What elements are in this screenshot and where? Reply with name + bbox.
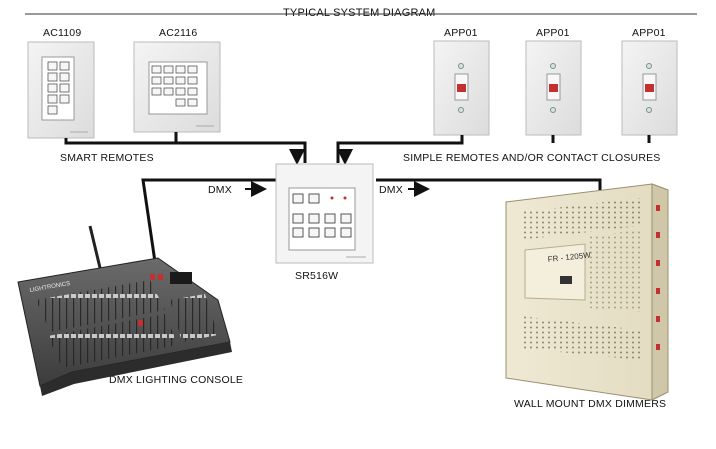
ac2116-label: AC2116 [159,27,198,39]
diagram-title: TYPICAL SYSTEM DIAGRAM [279,7,440,19]
smart-remotes-label: SMART REMOTES [60,152,154,164]
console-label: DMX LIGHTING CONSOLE [109,374,244,386]
app01-label-3: APP01 [632,27,666,39]
antenna-icon [88,225,103,273]
dmx-out-label: DMX [379,184,403,196]
app01-label-1: APP01 [444,27,478,39]
wires [64,132,651,263]
simple-remotes-label: SIMPLE REMOTES AND/OR CONTACT CLOSURES [403,152,661,164]
app01-switch-1 [433,40,490,136]
sr516w-panel [275,163,374,264]
dimmers-label: WALL MOUNT DMX DIMMERS [514,398,667,410]
wall-mount-dimmer-cabinet: FR - 1205W [505,183,669,401]
ac1109-label: AC1109 [43,27,82,39]
sr516w-label: SR516W [295,270,339,282]
dmx-in-label: DMX [208,184,232,196]
app01-label-2: APP01 [536,27,570,39]
app01-switch-2 [525,40,582,136]
ac2116-plate [133,41,221,133]
remote-input-arrows [289,149,353,165]
dmx-lighting-console: LIGHTRONICS [17,225,232,396]
ac1109-plate [27,41,95,139]
app01-switch-3 [621,40,678,136]
